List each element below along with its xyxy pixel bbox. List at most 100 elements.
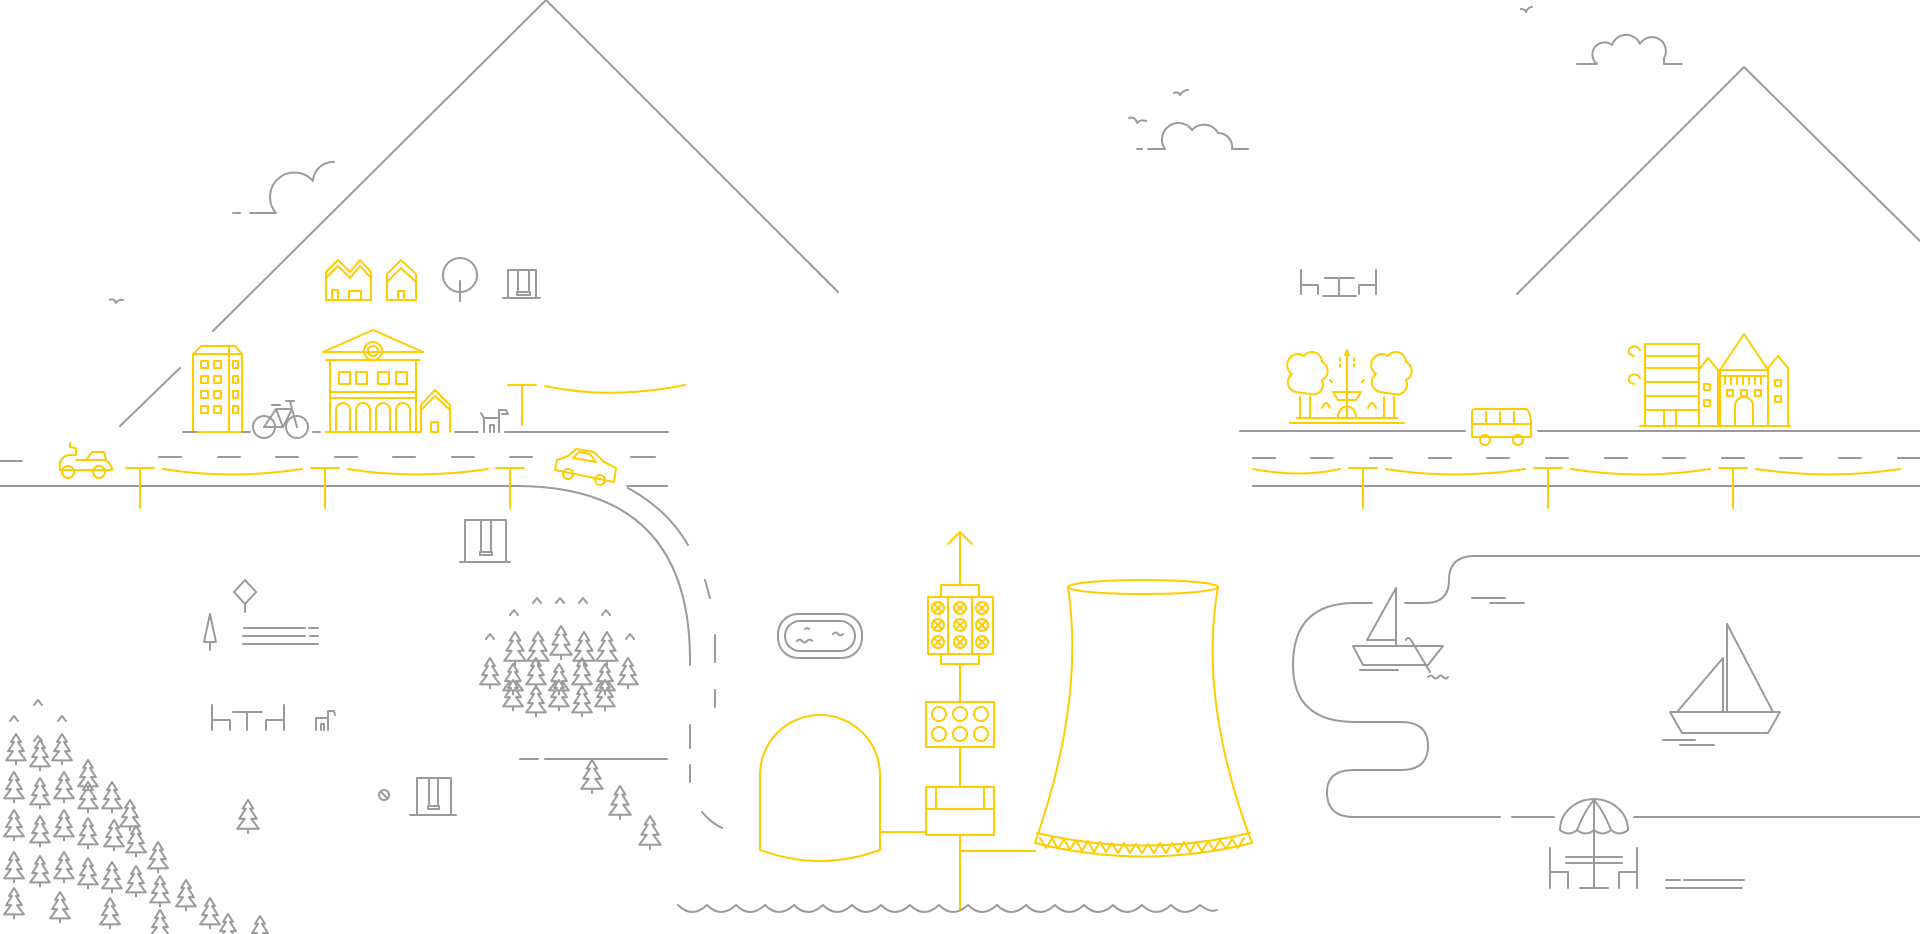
x-marker-icon	[953, 635, 967, 649]
bus-icon	[1471, 408, 1532, 446]
tree-top-icon	[532, 597, 542, 604]
x-marker-icon	[931, 601, 945, 615]
tree-icon	[548, 663, 570, 696]
x-marker-icon	[931, 618, 945, 632]
tree-icon	[77, 857, 99, 890]
swing-icon	[459, 519, 511, 563]
bench-table-icon	[211, 704, 285, 731]
tree-icon	[219, 913, 237, 934]
tree-icon	[175, 879, 197, 912]
tree-top-icon	[33, 699, 43, 706]
road-dashes	[0, 456, 656, 462]
tree-top-icon	[578, 597, 588, 604]
x-marker-icon	[953, 618, 967, 632]
water-tank-icon	[777, 613, 863, 659]
fountain-park-icon	[1286, 349, 1413, 424]
tree-icon	[150, 909, 170, 934]
tree-icon	[233, 579, 257, 613]
transformer-icon	[925, 701, 995, 788]
tree-icon	[236, 799, 260, 835]
river-icon	[1292, 555, 1920, 818]
house-icon	[420, 389, 451, 433]
row-houses-icon	[325, 259, 372, 301]
tree-icon	[29, 815, 51, 848]
path-lines	[242, 627, 668, 760]
tree-icon	[51, 733, 73, 766]
car-icon	[554, 448, 617, 486]
cloud-icon	[1576, 33, 1683, 65]
tree-top-icon	[555, 597, 565, 604]
x-marker-icon	[934, 621, 942, 629]
tree-icon	[479, 657, 501, 690]
tree-top-icon	[485, 633, 495, 640]
tree-icon	[503, 631, 527, 667]
tree-icon	[99, 897, 121, 930]
tree-icon	[125, 865, 147, 898]
swing-icon	[409, 777, 457, 816]
tree-icon	[101, 781, 123, 814]
tree-icon	[608, 785, 632, 821]
tree-icon	[580, 759, 604, 795]
tree-icon	[53, 851, 75, 884]
tree-icon	[103, 819, 125, 852]
tree-icon	[549, 625, 573, 661]
castle-icon	[1627, 333, 1791, 427]
power-line-icon	[1252, 468, 1901, 476]
forest-icon	[236, 759, 662, 851]
mountain-right-icon	[1516, 66, 1920, 295]
tree-icon	[77, 781, 99, 814]
tree-icon	[199, 897, 221, 930]
tree-icon	[594, 679, 616, 712]
tree-icon	[571, 657, 593, 690]
tree-top-icon	[509, 609, 519, 616]
x-marker-icon	[975, 601, 989, 615]
tree-icon	[638, 815, 662, 851]
tree-top-icon	[601, 609, 611, 616]
tree-icon	[49, 891, 71, 924]
sailboat-icon	[1662, 623, 1781, 746]
tree-icon	[29, 739, 51, 772]
bench-table-icon	[1300, 269, 1377, 297]
x-marker-icon	[956, 638, 964, 646]
tree-icon	[251, 915, 269, 934]
tree-icon	[525, 685, 547, 718]
tree-icon	[548, 679, 570, 712]
transmission-pylon-icon	[927, 531, 994, 703]
tree-icon	[101, 861, 123, 894]
dog-icon	[480, 409, 509, 433]
reactor-dome-icon	[759, 714, 927, 862]
tree-icon	[3, 809, 25, 842]
street-lamp-icon	[125, 467, 525, 509]
power-line-icon	[507, 384, 686, 426]
tree-icon	[617, 657, 639, 690]
street-lamp-icon	[1348, 467, 1748, 509]
x-marker-icon	[978, 604, 986, 612]
tree-icon	[125, 825, 147, 858]
tree-icon	[3, 771, 25, 804]
sea-waves-icon	[677, 904, 1218, 913]
forest-icon	[3, 699, 269, 934]
sailboat-icon	[1352, 587, 1449, 680]
tree-icon	[53, 771, 75, 804]
mountain-left-icon	[119, 0, 839, 427]
x-markers	[931, 601, 989, 649]
x-marker-icon	[956, 604, 964, 612]
road-edge	[0, 485, 723, 829]
x-marker-icon	[931, 635, 945, 649]
tree-icon	[77, 817, 99, 850]
tree-icon	[53, 809, 75, 842]
tree-icon	[147, 841, 169, 874]
x-marker-icon	[934, 638, 942, 646]
x-marker-icon	[978, 621, 986, 629]
tree-icon	[502, 663, 524, 696]
ball-icon	[380, 791, 388, 799]
tree-top-icon	[9, 715, 19, 722]
power-line-icon	[162, 468, 489, 476]
tree-top-icon	[625, 633, 635, 640]
tree-icon	[594, 663, 616, 696]
forest-icon	[479, 597, 639, 718]
town-hall-icon	[322, 329, 424, 433]
tree-icon	[442, 257, 478, 302]
tree-icon	[571, 685, 593, 718]
